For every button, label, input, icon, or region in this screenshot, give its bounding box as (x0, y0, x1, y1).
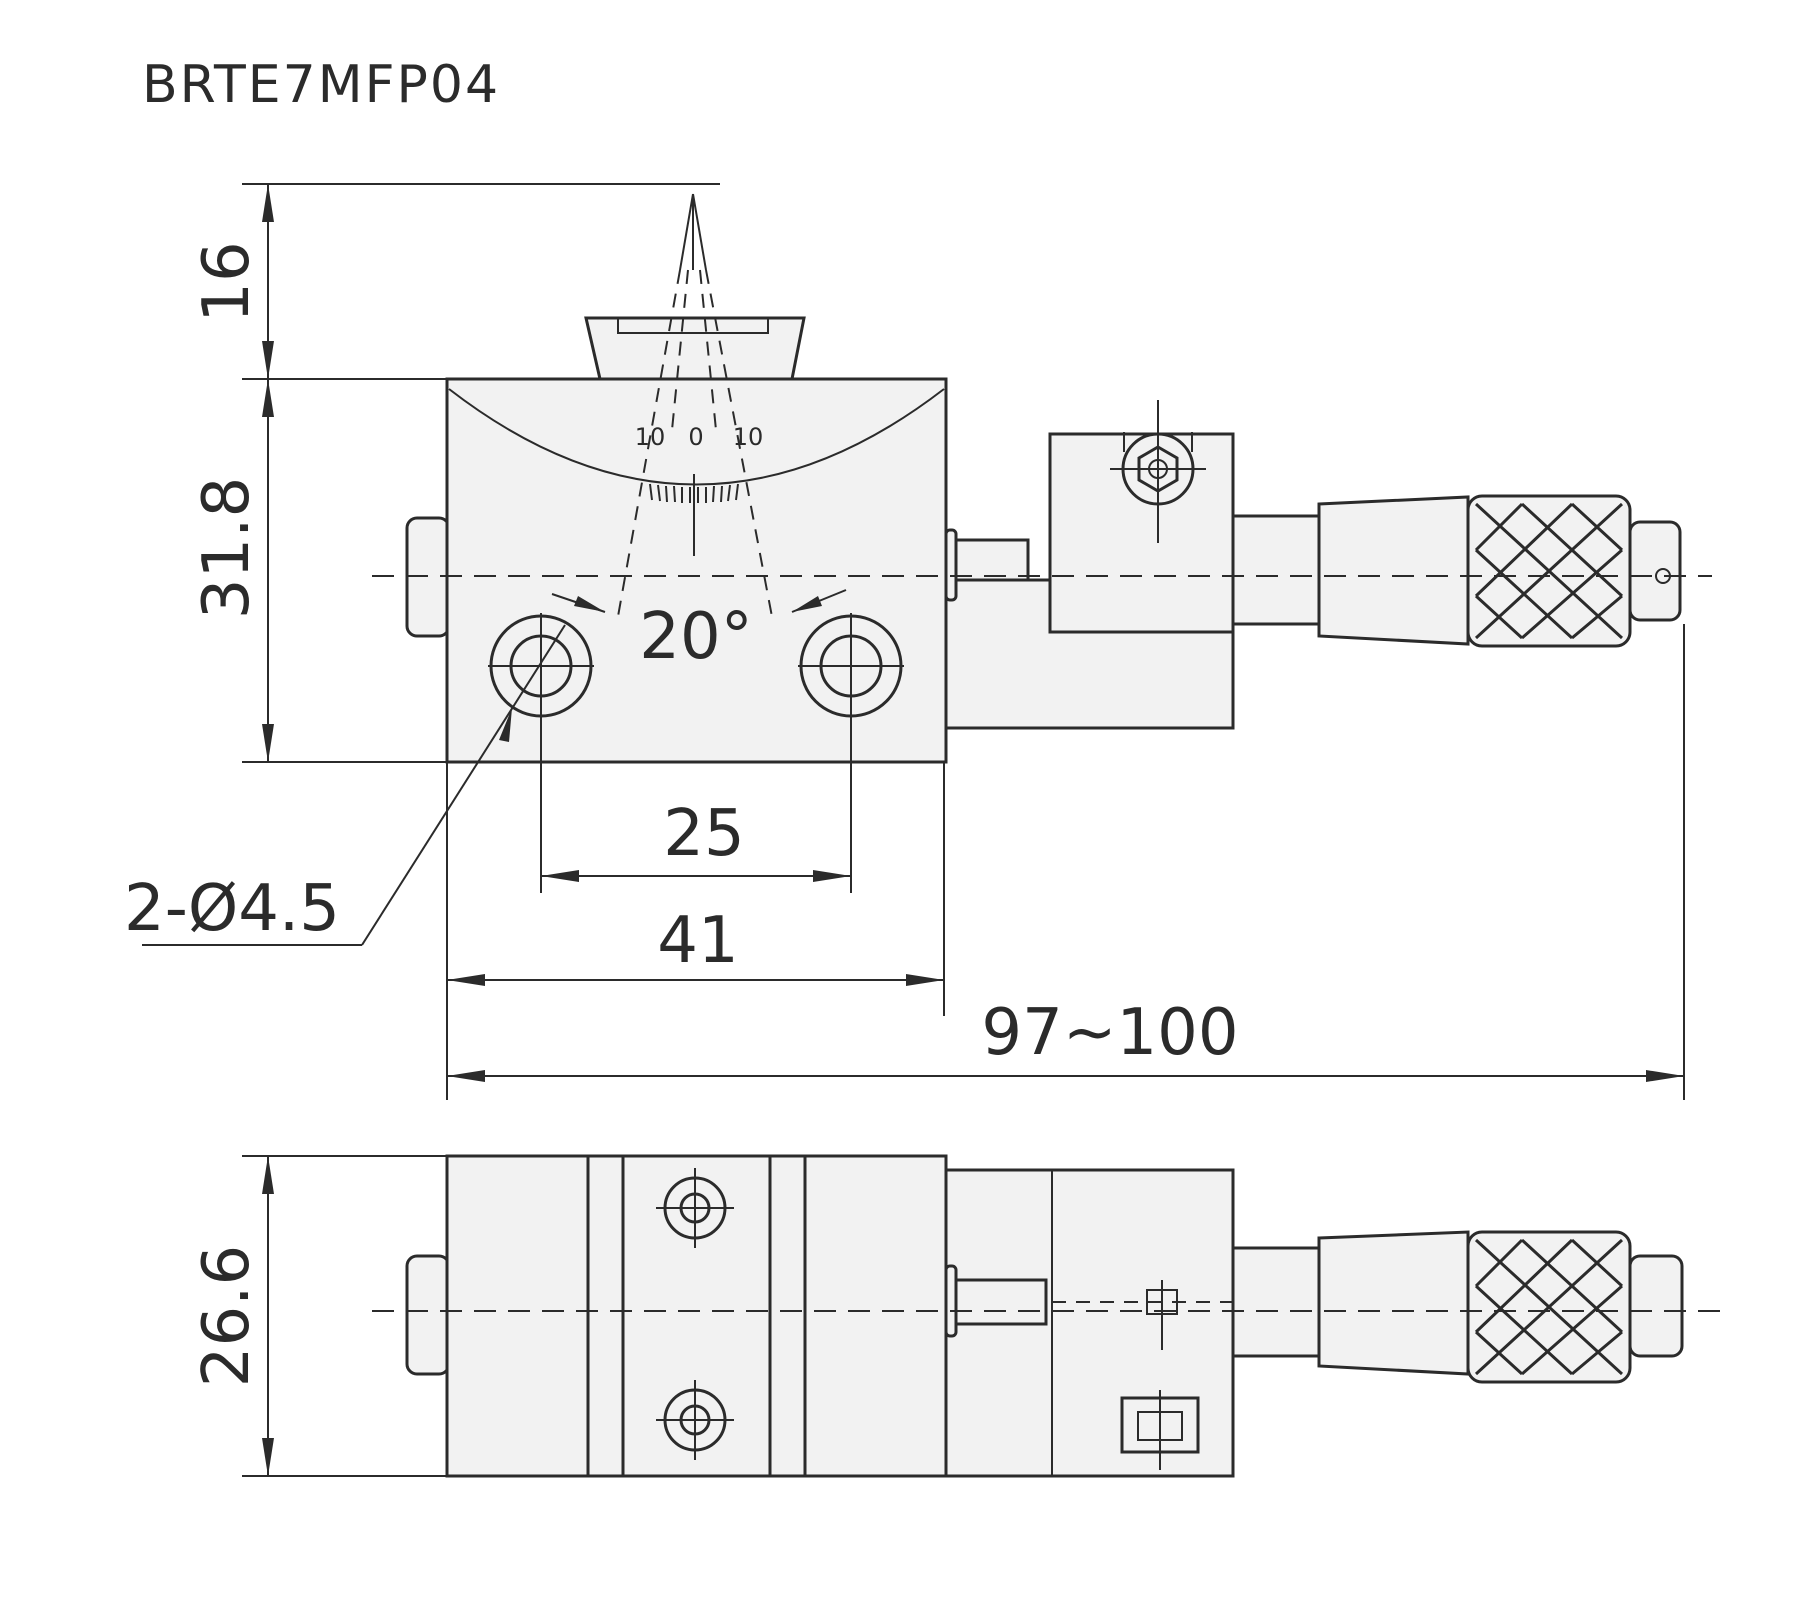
mounting-hole-right (798, 613, 904, 720)
scale-arc (448, 388, 945, 486)
beam-line-dashed (616, 269, 681, 623)
arrow (262, 1156, 274, 1194)
hole-label: 2-Ø4.5 (124, 872, 340, 946)
mounting-hole-left (488, 613, 594, 720)
knurl-pattern (1474, 502, 1624, 640)
arrow (541, 870, 579, 882)
arrow (262, 341, 274, 379)
angle-label: 20° (639, 600, 752, 674)
arrow (447, 974, 485, 986)
dim-label-total: 97~100 (981, 996, 1238, 1070)
leader-line (361, 624, 566, 946)
top-mount-slot (617, 318, 769, 334)
arrow (447, 1070, 485, 1082)
micrometer-sleeve (1231, 514, 1321, 626)
arrow (574, 596, 605, 612)
arrow (499, 708, 512, 742)
arrow (262, 379, 274, 417)
dim-label-16: 16 (190, 241, 264, 322)
arrow (906, 974, 944, 986)
dim-label-25: 25 (663, 797, 744, 871)
side-micrometer-barrel (1317, 1230, 1470, 1376)
side-screw-bottom (656, 1380, 734, 1460)
side-view: 26.6 (190, 1154, 1720, 1478)
slide-rod (944, 538, 1030, 582)
side-micrometer-ratchet (1628, 1254, 1684, 1358)
model-title: BRTE7MFP04 (142, 55, 500, 115)
side-screw-top (656, 1168, 734, 1248)
side-knurl-pattern (1474, 1238, 1624, 1376)
side-left-tab (405, 1254, 451, 1376)
beam-line-dashed (705, 269, 774, 623)
side-block-stop (944, 1264, 958, 1338)
scale-ticks (649, 483, 739, 503)
dim-label-41: 41 (657, 904, 738, 978)
arrow (262, 724, 274, 762)
micrometer-ratchet (1628, 520, 1682, 622)
arrow (262, 184, 274, 222)
beam-line (692, 193, 707, 271)
beam-line (679, 193, 694, 271)
arrow (792, 596, 822, 612)
arrow (262, 1438, 274, 1476)
beam-line-dashed (671, 269, 689, 431)
scale-label-center: 0 (688, 423, 703, 451)
screw-head (1110, 400, 1206, 543)
side-micrometer-sleeve (1231, 1246, 1321, 1358)
block-stop (944, 528, 958, 602)
top-view: 16 31.8 10 0 10 (124, 183, 1712, 1100)
arrow (813, 870, 851, 882)
arrow (1646, 1070, 1684, 1082)
micrometer-barrel (1317, 495, 1470, 646)
side-slide-rod (944, 1278, 1048, 1326)
beam-line-dashed (699, 269, 717, 431)
dim-label-31-8: 31.8 (190, 477, 264, 620)
dim-label-26-6: 26.6 (190, 1245, 264, 1388)
